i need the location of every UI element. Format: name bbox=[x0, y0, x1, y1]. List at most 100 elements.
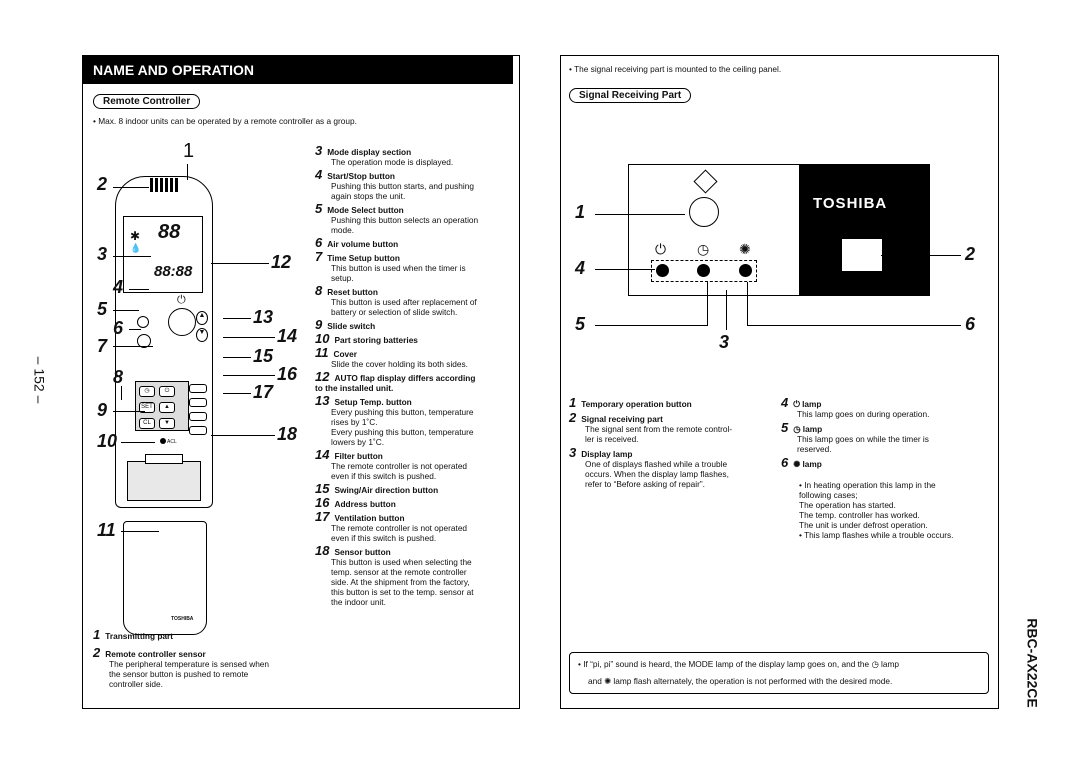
item-title: Reset button bbox=[327, 287, 378, 297]
lamp-group-outline bbox=[651, 260, 757, 282]
lcd-display: 88 ✱ 💧 88:88 bbox=[123, 216, 203, 293]
reset-button[interactable] bbox=[160, 438, 166, 444]
item-6: 6 Air volume button bbox=[315, 235, 515, 250]
lcd-temperature: 88 bbox=[158, 221, 181, 243]
item-number: 5 bbox=[315, 201, 323, 216]
time-up-button[interactable]: ▲ bbox=[159, 402, 175, 413]
item-number: 6 bbox=[315, 235, 323, 250]
callout-7: 7 bbox=[97, 336, 108, 356]
item-title: Address button bbox=[334, 499, 396, 509]
r-leader-4 bbox=[595, 269, 655, 270]
item-title: Display lamp bbox=[581, 449, 633, 459]
signal-receiving-label: Signal Receiving Part bbox=[569, 88, 692, 103]
r-leader-6v bbox=[747, 282, 748, 326]
callout-8: 8 bbox=[113, 367, 124, 387]
callout-11: 11 bbox=[97, 520, 116, 540]
set-button[interactable]: SET bbox=[139, 402, 155, 413]
group-note: • Max. 8 indoor units can be operated by… bbox=[93, 116, 357, 126]
footer-note-box: • If “pi, pi” sound is heard, the MODE l… bbox=[569, 652, 989, 694]
filter-button[interactable] bbox=[189, 384, 207, 393]
defrost-lamp bbox=[739, 264, 752, 277]
item-10: 10 Part storing batteries bbox=[315, 331, 515, 346]
item-title: Mode Select button bbox=[327, 205, 404, 215]
r-callout-2: 2 bbox=[965, 244, 976, 264]
footer-note-line-2: and ✺ lamp flash alternately, the operat… bbox=[588, 676, 893, 686]
acl-label: ACL bbox=[167, 439, 177, 445]
swing-button[interactable] bbox=[189, 398, 207, 407]
leader-6 bbox=[129, 329, 141, 330]
item-title: Slide switch bbox=[327, 321, 376, 331]
callout-2: 2 bbox=[97, 174, 108, 194]
right-panel: • The signal receiving part is mounted t… bbox=[560, 55, 999, 709]
leader-15 bbox=[223, 357, 251, 358]
temp-down-button[interactable]: ▼ bbox=[196, 328, 208, 342]
lamp6-bullets: • In heating operation this lamp in the … bbox=[799, 480, 999, 540]
item-number: 15 bbox=[315, 481, 330, 496]
receiver-panel: TOSHIBA ⏻ ◷ ✺ bbox=[628, 164, 930, 296]
r-leader-1 bbox=[595, 214, 685, 215]
timer-lamp bbox=[697, 264, 710, 277]
item-number: 13 bbox=[315, 393, 330, 408]
callout-9: 9 bbox=[97, 400, 108, 420]
item-title: Part storing batteries bbox=[334, 335, 418, 345]
r-callout-3: 3 bbox=[719, 332, 730, 352]
slide-switch[interactable] bbox=[145, 454, 183, 464]
r-callout-5: 5 bbox=[575, 314, 586, 334]
start-stop-icon[interactable]: ⏻ bbox=[177, 294, 186, 306]
callout-16: 16 bbox=[277, 364, 298, 384]
operation-lamp bbox=[656, 264, 669, 277]
cover[interactable] bbox=[123, 521, 207, 635]
callout-5: 5 bbox=[97, 299, 108, 319]
page-number: – 152 – bbox=[31, 356, 48, 404]
leader-12 bbox=[211, 263, 269, 264]
callout-13: 13 bbox=[253, 307, 274, 327]
section-title: NAME AND OPERATION bbox=[83, 56, 513, 84]
temporary-operation-button[interactable] bbox=[689, 197, 719, 227]
model-number: RBC-AX22CE bbox=[1024, 618, 1041, 708]
item-description: The operation mode is displayed. bbox=[331, 157, 454, 167]
ventilation-button[interactable] bbox=[189, 426, 207, 435]
r-leader-3 bbox=[726, 290, 727, 330]
time-setup-button[interactable]: ◷ bbox=[139, 386, 155, 397]
item-description: This lamp goes on during operation. bbox=[797, 409, 930, 419]
item-description: The remote controller is not operated ev… bbox=[331, 523, 468, 543]
leader-18 bbox=[211, 435, 275, 436]
item-title: Air volume button bbox=[327, 239, 399, 249]
left-panel: NAME AND OPERATION Remote Controller • M… bbox=[82, 55, 520, 709]
battery-compartment bbox=[127, 461, 201, 501]
remote-controller-label: Remote Controller bbox=[93, 94, 201, 109]
callout-4: 4 bbox=[113, 277, 124, 297]
temp-up-button[interactable]: ▲ bbox=[196, 311, 208, 325]
mode-select-button[interactable] bbox=[137, 334, 151, 348]
item-number: 10 bbox=[315, 331, 330, 346]
remote-body bbox=[115, 176, 213, 508]
item-title: Swing/Air direction button bbox=[334, 485, 439, 495]
lamp6-bullet-1: • In heating operation this lamp in the … bbox=[799, 480, 936, 530]
leader-16 bbox=[223, 375, 275, 376]
fan-icon: ✱ bbox=[130, 229, 141, 243]
time-down-button[interactable]: ▼ bbox=[159, 418, 175, 429]
address-button[interactable] bbox=[189, 412, 207, 421]
start-stop-button[interactable] bbox=[168, 308, 196, 336]
item-title: AUTO flap display differs according to t… bbox=[315, 373, 476, 393]
footer-note-line-1: • If “pi, pi” sound is heard, the MODE l… bbox=[578, 659, 899, 669]
item-title: Mode display section bbox=[327, 147, 412, 157]
item-number: 18 bbox=[315, 543, 330, 558]
timer-button[interactable]: ⏻ bbox=[159, 386, 175, 397]
item-number: 4 bbox=[781, 395, 789, 410]
leader-7 bbox=[113, 346, 153, 347]
item-description: Pushing this button starts, and pushing … bbox=[331, 181, 474, 201]
cl-button[interactable]: CL bbox=[139, 418, 155, 429]
sensor-button[interactable] bbox=[137, 316, 149, 328]
item-title: Cover bbox=[333, 349, 358, 359]
